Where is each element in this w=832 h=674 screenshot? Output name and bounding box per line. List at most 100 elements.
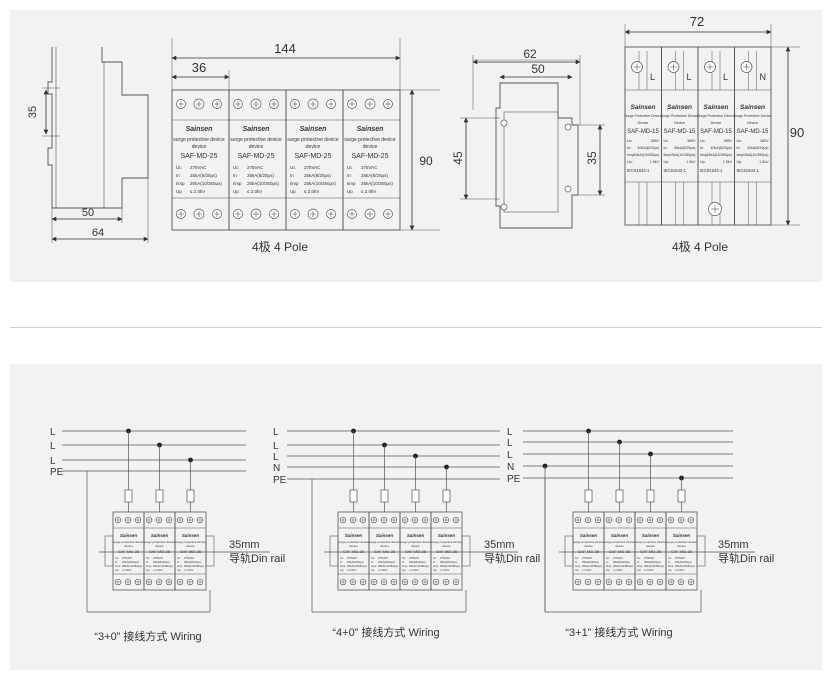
spec-value: ≤ 2.0kV [190,189,205,194]
module-brand: Sainsen [186,126,213,133]
spec-value: 25kA(8/20μs) [361,173,388,178]
fuse-icon [677,489,686,503]
spec-label: Up [233,189,239,194]
spec-label: Up [115,568,119,572]
module-desc: surge protective device [604,540,635,544]
module-model: SAF-MD-25 [118,549,140,554]
spec-value: 25kA(10/350μs) [153,564,173,568]
spec-value: 275VAC [675,556,685,560]
module-model: SAF-MD-25 [374,549,396,554]
spec-label: In [176,173,180,178]
spec-label: In [146,560,149,564]
terminal-label: L [723,72,728,82]
fuse-icon [124,489,133,503]
fuse-icon [380,489,389,503]
module-desc: surge protective device [144,540,175,544]
module-outline [734,46,772,226]
module-model: SAF-MD-25 [405,549,427,554]
spec-label: Iimp [146,564,152,568]
caption-pole-left: 4极 4 Pole [252,240,308,254]
fuse-icon [411,489,420,503]
spec-value: 25kA(10/350μs) [644,564,664,568]
module-model: SAF-MD-25 [180,549,202,554]
spec-label: Up: [700,160,706,164]
spec-value: ≤ 2.0kV [184,568,194,572]
spec-label: Uc [347,165,353,170]
spec-label: Uc [371,556,375,560]
module-outline [697,46,735,226]
spec-value: 25kA(8/20μs) [247,173,274,178]
module-desc: surge protective device [175,540,206,544]
spec-label: Iimp: [737,153,745,157]
spec-label: Iimp: [700,153,708,157]
fuse-icon [186,489,195,503]
spec-label: Uc [637,556,641,560]
spec-label: Up: [664,160,670,164]
spec-value: ≤ 2.0kV [347,568,357,572]
dim-side-depth-b: 64 [92,227,104,239]
dimension-group [42,24,800,243]
spec-value: 15kA(10/350μs) [670,153,695,157]
line-label: L [50,427,56,438]
spec-label: Uc [668,556,672,560]
rail-size-label-2: 35mm [484,539,515,551]
spec-label: Iimp [637,564,643,568]
spec-label: Up [176,189,182,194]
din-clip-right [696,535,706,567]
module-brand: Sainsen [345,533,363,538]
spec-value: ≤ 2.0kV [613,568,623,572]
spec-label: Up [340,568,344,572]
spec-label: Up [290,189,296,194]
module-desc: surge protective device [369,540,400,544]
module-desc: Device [711,121,722,125]
spec-label: Up [668,568,672,572]
mounting-hole-icon [564,185,572,193]
spec-value: 25kA(8/20μs) [613,560,630,564]
module-brand: Sainsen [667,104,692,111]
spec-label: Uc [575,556,579,560]
spec-label: Iimp [115,564,121,568]
spec-value: 1.5kV [686,160,696,164]
module-model: SAF-MD-15 [737,129,769,135]
spec-value: 25kA(8/20μs) [582,560,599,564]
rail-label-2: 导轨Din rail [484,551,540,565]
spec-value: 275VAC [613,556,623,560]
spec-label: Iimp: [627,153,635,157]
module-desc: device [192,144,207,150]
spec-value: 385V [651,139,660,143]
spec-label: Up [371,568,375,572]
din-clip-left [104,535,114,567]
module-desc: Surge Protective Device [624,114,662,118]
terminal-label: N [760,72,767,82]
module-model: SAF-MD-25 [609,549,631,554]
side-profile-outline [47,47,149,209]
module-brand: Sainsen [673,533,691,538]
module-brand: Sainsen [120,533,138,538]
module-model: SAF-MD-25 [640,549,662,554]
module-model: SAF-MD-25 [671,549,693,554]
spec-label: In: [737,146,741,150]
module-desc: Device [638,121,649,125]
module-model: SAF-MD-25 [343,549,365,554]
spec-label: Iimp [402,564,408,568]
spec-label: Uc [233,165,239,170]
spec-value: ≤ 2.0kV [409,568,419,572]
spec-label: Uc [146,556,150,560]
spec-value: 275VAC [378,556,388,560]
spec-label: Uc [606,556,610,560]
module-desc: surge protective device [344,137,396,143]
module-desc: Surge Protective Device [661,114,699,118]
side-profile-outline [495,82,579,229]
spec-value: 25kA(10/350μs) [675,564,695,568]
section-divider [10,327,822,328]
terminal-label: L [687,72,692,82]
